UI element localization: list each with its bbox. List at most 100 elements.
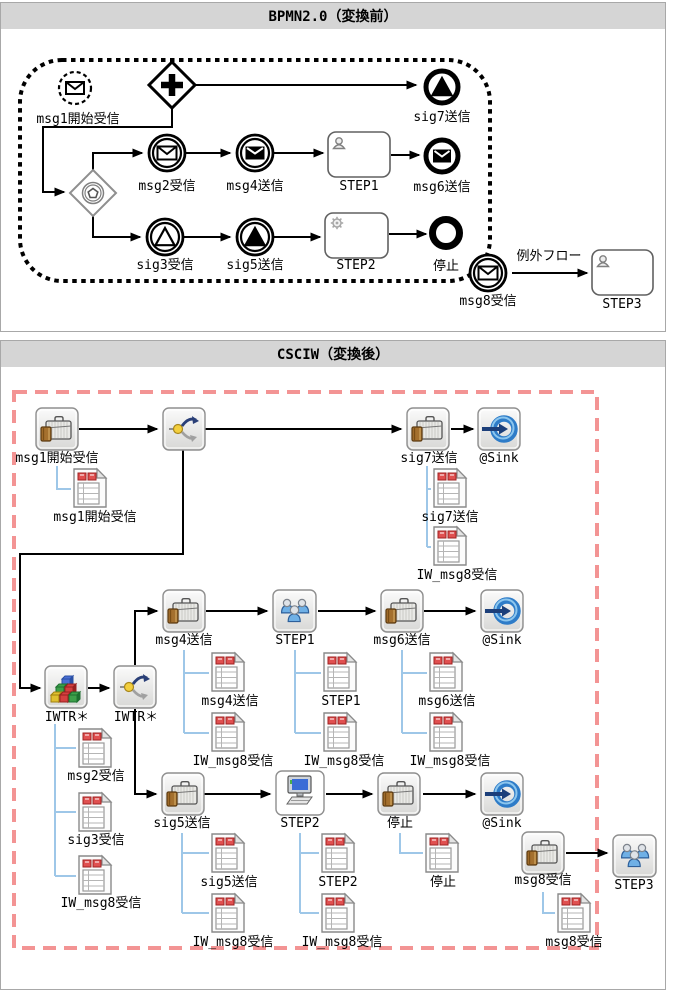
node-label-d_msg6: msg6送信 <box>418 694 476 709</box>
sequence-flow-arrow <box>92 215 142 242</box>
node-label-sink2: @Sink <box>482 633 522 648</box>
node-label-d_msg4: msg4送信 <box>201 694 259 709</box>
node-label-d_sig7: sig7送信 <box>421 510 479 525</box>
data-link-line <box>426 466 431 548</box>
csciw-node-d_iw8_4 parameter-document-icon <box>323 711 358 752</box>
data-link-line <box>183 650 209 734</box>
bpmn-node-msg6 event-end-message <box>423 137 461 175</box>
node-label-p_step1: STEP1 <box>275 633 315 648</box>
node-label-msg2: msg2受信 <box>138 179 196 194</box>
node-label-d_iw8_7: IW_msg8受信 <box>301 935 383 950</box>
bpmn-node-stop event-end <box>429 216 463 250</box>
csciw-node-sp_top conditional-split-icon <box>162 407 206 451</box>
bpmn-section-header: BPMN2.0（変換前） <box>0 2 666 30</box>
node-label-c_step2: STEP2 <box>280 816 320 831</box>
bpmn-node-step2 task-service <box>324 212 389 259</box>
csciw-node-p_step3 user-group-icon <box>612 834 657 878</box>
node-label-sink3: @Sink <box>482 816 522 831</box>
node-label-d_iw8_6: IW_msg8受信 <box>192 935 274 950</box>
data-link-line <box>181 833 209 914</box>
data-link-line <box>294 650 321 734</box>
csciw-node-c_step2 workstation-icon <box>275 770 325 816</box>
node-label-d_stop: 停止 <box>429 875 457 890</box>
csciw-node-d_msg1 parameter-document-icon <box>73 467 108 508</box>
node-label-sink1: @Sink <box>479 451 519 466</box>
csciw-node-d_msg4 parameter-document-icon <box>211 651 246 692</box>
bpmn-node-msg1 event-start-message <box>57 70 93 106</box>
node-label-d_iw8_3: IW_msg8受信 <box>192 754 274 769</box>
csciw-node-d_step2 parameter-document-icon <box>321 832 356 873</box>
csciw-node-sink3 sink-icon <box>480 772 524 816</box>
node-label-a_sig7: sig7送信 <box>400 451 458 466</box>
node-label-step3: STEP3 <box>602 297 642 312</box>
csciw-node-d_iw8_5 parameter-document-icon <box>429 711 464 752</box>
csciw-node-d_msg8 parameter-document-icon <box>557 892 592 933</box>
bpmn-node-sig7 event-end-signal <box>423 68 461 106</box>
csciw-node-sink1 sink-icon <box>477 407 521 451</box>
csciw-section-title: CSCIW（変換後） <box>276 347 390 363</box>
node-label-d_iw8_4: IW_msg8受信 <box>303 754 385 769</box>
csciw-node-a_msg6 briefcase-activity-icon <box>380 589 424 633</box>
csciw-node-d_iw8_2 parameter-document-icon <box>78 854 113 895</box>
csciw-node-a_sig7 briefcase-activity-icon <box>406 407 450 451</box>
bpmn-node-step3 task-user <box>591 249 654 296</box>
bpmn-node-sig5 event-throw-signal <box>235 217 275 257</box>
node-label-step2: STEP2 <box>336 258 376 273</box>
csciw-node-d_stop parameter-document-icon <box>425 832 460 873</box>
csciw-node-a_msg8 briefcase-activity-icon <box>521 831 565 875</box>
csciw-node-d_iw8_1 parameter-document-icon <box>433 525 468 566</box>
csciw-node-sink2 sink-icon <box>480 589 524 633</box>
data-link-line <box>54 724 76 877</box>
node-label-d_msg2: msg2受信 <box>67 769 125 784</box>
node-label-p_step3: STEP3 <box>614 878 654 893</box>
data-link-line <box>542 892 555 914</box>
bpmn-subprocess-boundary <box>18 58 492 283</box>
data-link-line <box>299 833 319 914</box>
csciw-node-d_sig7 parameter-document-icon <box>433 467 468 508</box>
csciw-node-a_msg1 briefcase-activity-icon <box>35 407 79 451</box>
csciw-node-d_sig3 parameter-document-icon <box>78 791 113 832</box>
csciw-node-d_msg6 parameter-document-icon <box>429 651 464 692</box>
node-label-stop: 停止 <box>432 259 460 274</box>
csciw-node-d_iw8_3 parameter-document-icon <box>211 711 246 752</box>
csciw-node-d_iw8_7 parameter-document-icon <box>321 892 356 933</box>
bpmn-node-msg8 event-catch-message <box>468 253 508 293</box>
exception-flow-label: 例外フロー <box>516 249 582 264</box>
data-link-line <box>401 650 427 734</box>
csciw-node-a_msg4 briefcase-activity-icon <box>162 589 206 633</box>
node-label-sig5: sig5送信 <box>226 258 284 273</box>
node-label-d_sig5: sig5送信 <box>200 875 258 890</box>
node-label-d_iw8_2: IW_msg8受信 <box>60 896 142 911</box>
node-label-a_msg8: msg8受信 <box>514 873 572 888</box>
csciw-node-blocks iwtr-cubes-icon <box>44 665 88 709</box>
node-label-a_stop: 停止 <box>386 816 414 831</box>
control-flow-arrow <box>134 709 158 799</box>
node-label-blocks: IWTR＊ <box>44 710 90 725</box>
node-label-d_iw8_5: IW_msg8受信 <box>409 754 491 769</box>
bpmn-node-step1 task-user <box>327 131 391 178</box>
node-label-d_step2: STEP2 <box>318 875 358 890</box>
node-label-a_msg4: msg4送信 <box>155 633 213 648</box>
node-label-sig3: sig3受信 <box>136 258 194 273</box>
sequence-flow-arrow <box>92 148 144 171</box>
node-label-a_msg1: msg1開始受信 <box>15 451 99 466</box>
csciw-node-sp2 conditional-split-icon <box>113 665 157 709</box>
node-label-d_msg8: msg8受信 <box>545 935 603 950</box>
node-label-d_msg1: msg1開始受信 <box>53 510 137 525</box>
node-label-a_sig5: sig5送信 <box>153 816 211 831</box>
node-label-sp2: IWTR＊ <box>113 710 159 725</box>
csciw-node-a_sig5 briefcase-activity-icon <box>161 772 205 816</box>
node-label-msg8: msg8受信 <box>459 294 517 309</box>
node-label-step1: STEP1 <box>339 179 379 194</box>
data-link-line <box>399 833 423 854</box>
data-link-line <box>56 466 71 490</box>
node-label-a_msg6: msg6送信 <box>373 633 431 648</box>
csciw-node-d_step1 parameter-document-icon <box>323 651 358 692</box>
csciw-node-p_step1 user-group-icon <box>272 589 317 633</box>
node-label-msg4: msg4送信 <box>226 179 284 194</box>
bpmn-section-title: BPMN2.0（変換前） <box>268 9 398 25</box>
control-flow-arrow <box>134 606 159 665</box>
csciw-node-d_msg2 parameter-document-icon <box>78 727 113 768</box>
